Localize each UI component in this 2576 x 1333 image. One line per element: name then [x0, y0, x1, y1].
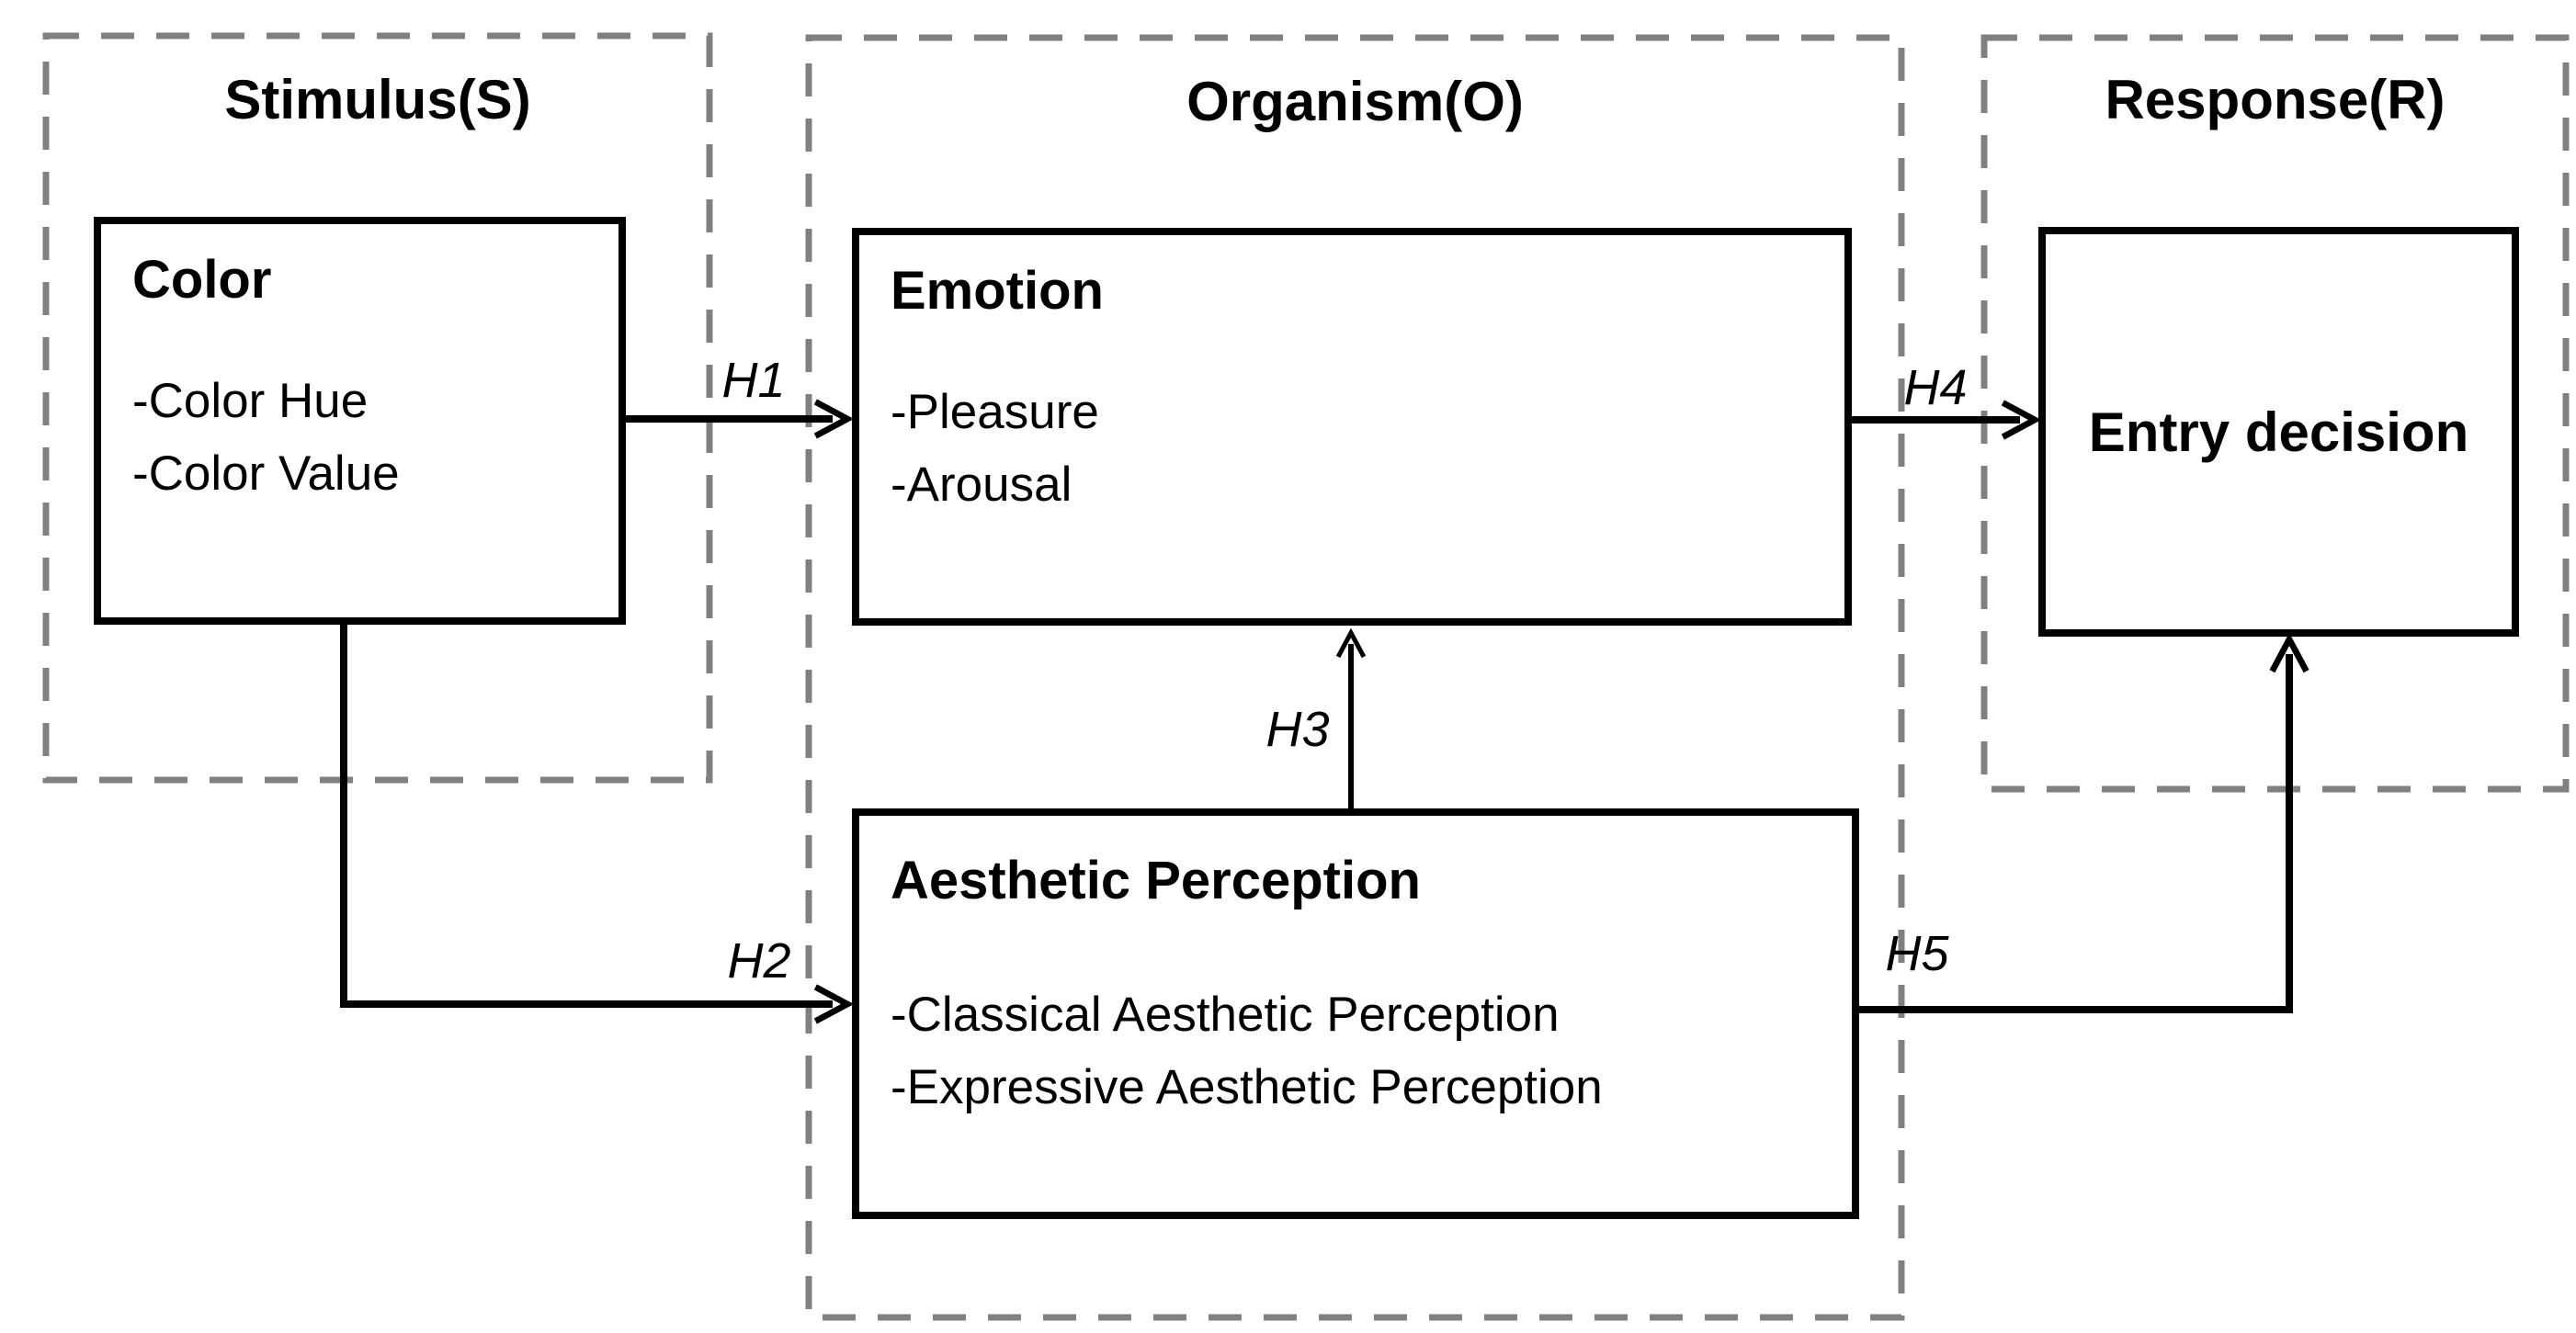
h1-label: H1	[721, 353, 786, 408]
h4-label: H4	[1903, 360, 1968, 415]
entry-decision-box: Entry decision	[2038, 227, 2519, 637]
aesthetic-perception-item-classical: -Classical Aesthetic Perception	[891, 987, 1560, 1042]
h3-label: H3	[1265, 702, 1330, 757]
stimulus-group-border	[42, 32, 713, 784]
color-box-item-hue: -Color Hue	[132, 373, 369, 428]
h5-label: H5	[1885, 926, 1949, 981]
aesthetic-perception-item-expressive: -Expressive Aesthetic Perception	[891, 1060, 1603, 1115]
organism-group-border	[805, 34, 1905, 1321]
h5-arrow	[1852, 654, 2289, 1013]
emotion-box-title: Emotion	[891, 261, 1104, 321]
color-box-title: Color	[132, 250, 272, 310]
aesthetic-perception-box: Aesthetic Perception -Classical Aestheti…	[852, 808, 1859, 1219]
entry-decision-box-title: Entry decision	[2088, 401, 2469, 463]
emotion-box-item-arousal: -Arousal	[891, 458, 1072, 513]
emotion-box: Emotion -Pleasure -Arousal	[852, 228, 1852, 626]
color-box-item-value: -Color Value	[132, 446, 400, 502]
response-group-border	[1980, 34, 2570, 793]
color-box: Color -Color Hue -Color Value	[94, 217, 626, 625]
aesthetic-perception-box-items: -Classical Aesthetic Perception -Express…	[891, 978, 1821, 1124]
aesthetic-perception-box-title: Aesthetic Perception	[891, 851, 1421, 910]
h2-label: H2	[727, 933, 791, 988]
h2-arrow	[340, 617, 833, 1004]
stimulus-group-title: Stimulus(S)	[224, 69, 531, 130]
response-group-title: Response(R)	[2105, 69, 2445, 130]
emotion-box-items: -Pleasure -Arousal	[891, 376, 1813, 522]
color-box-items: -Color Hue -Color Value	[132, 365, 587, 511]
organism-group-title: Organism(O)	[1186, 71, 1524, 132]
emotion-box-item-pleasure: -Pleasure	[891, 384, 1099, 439]
